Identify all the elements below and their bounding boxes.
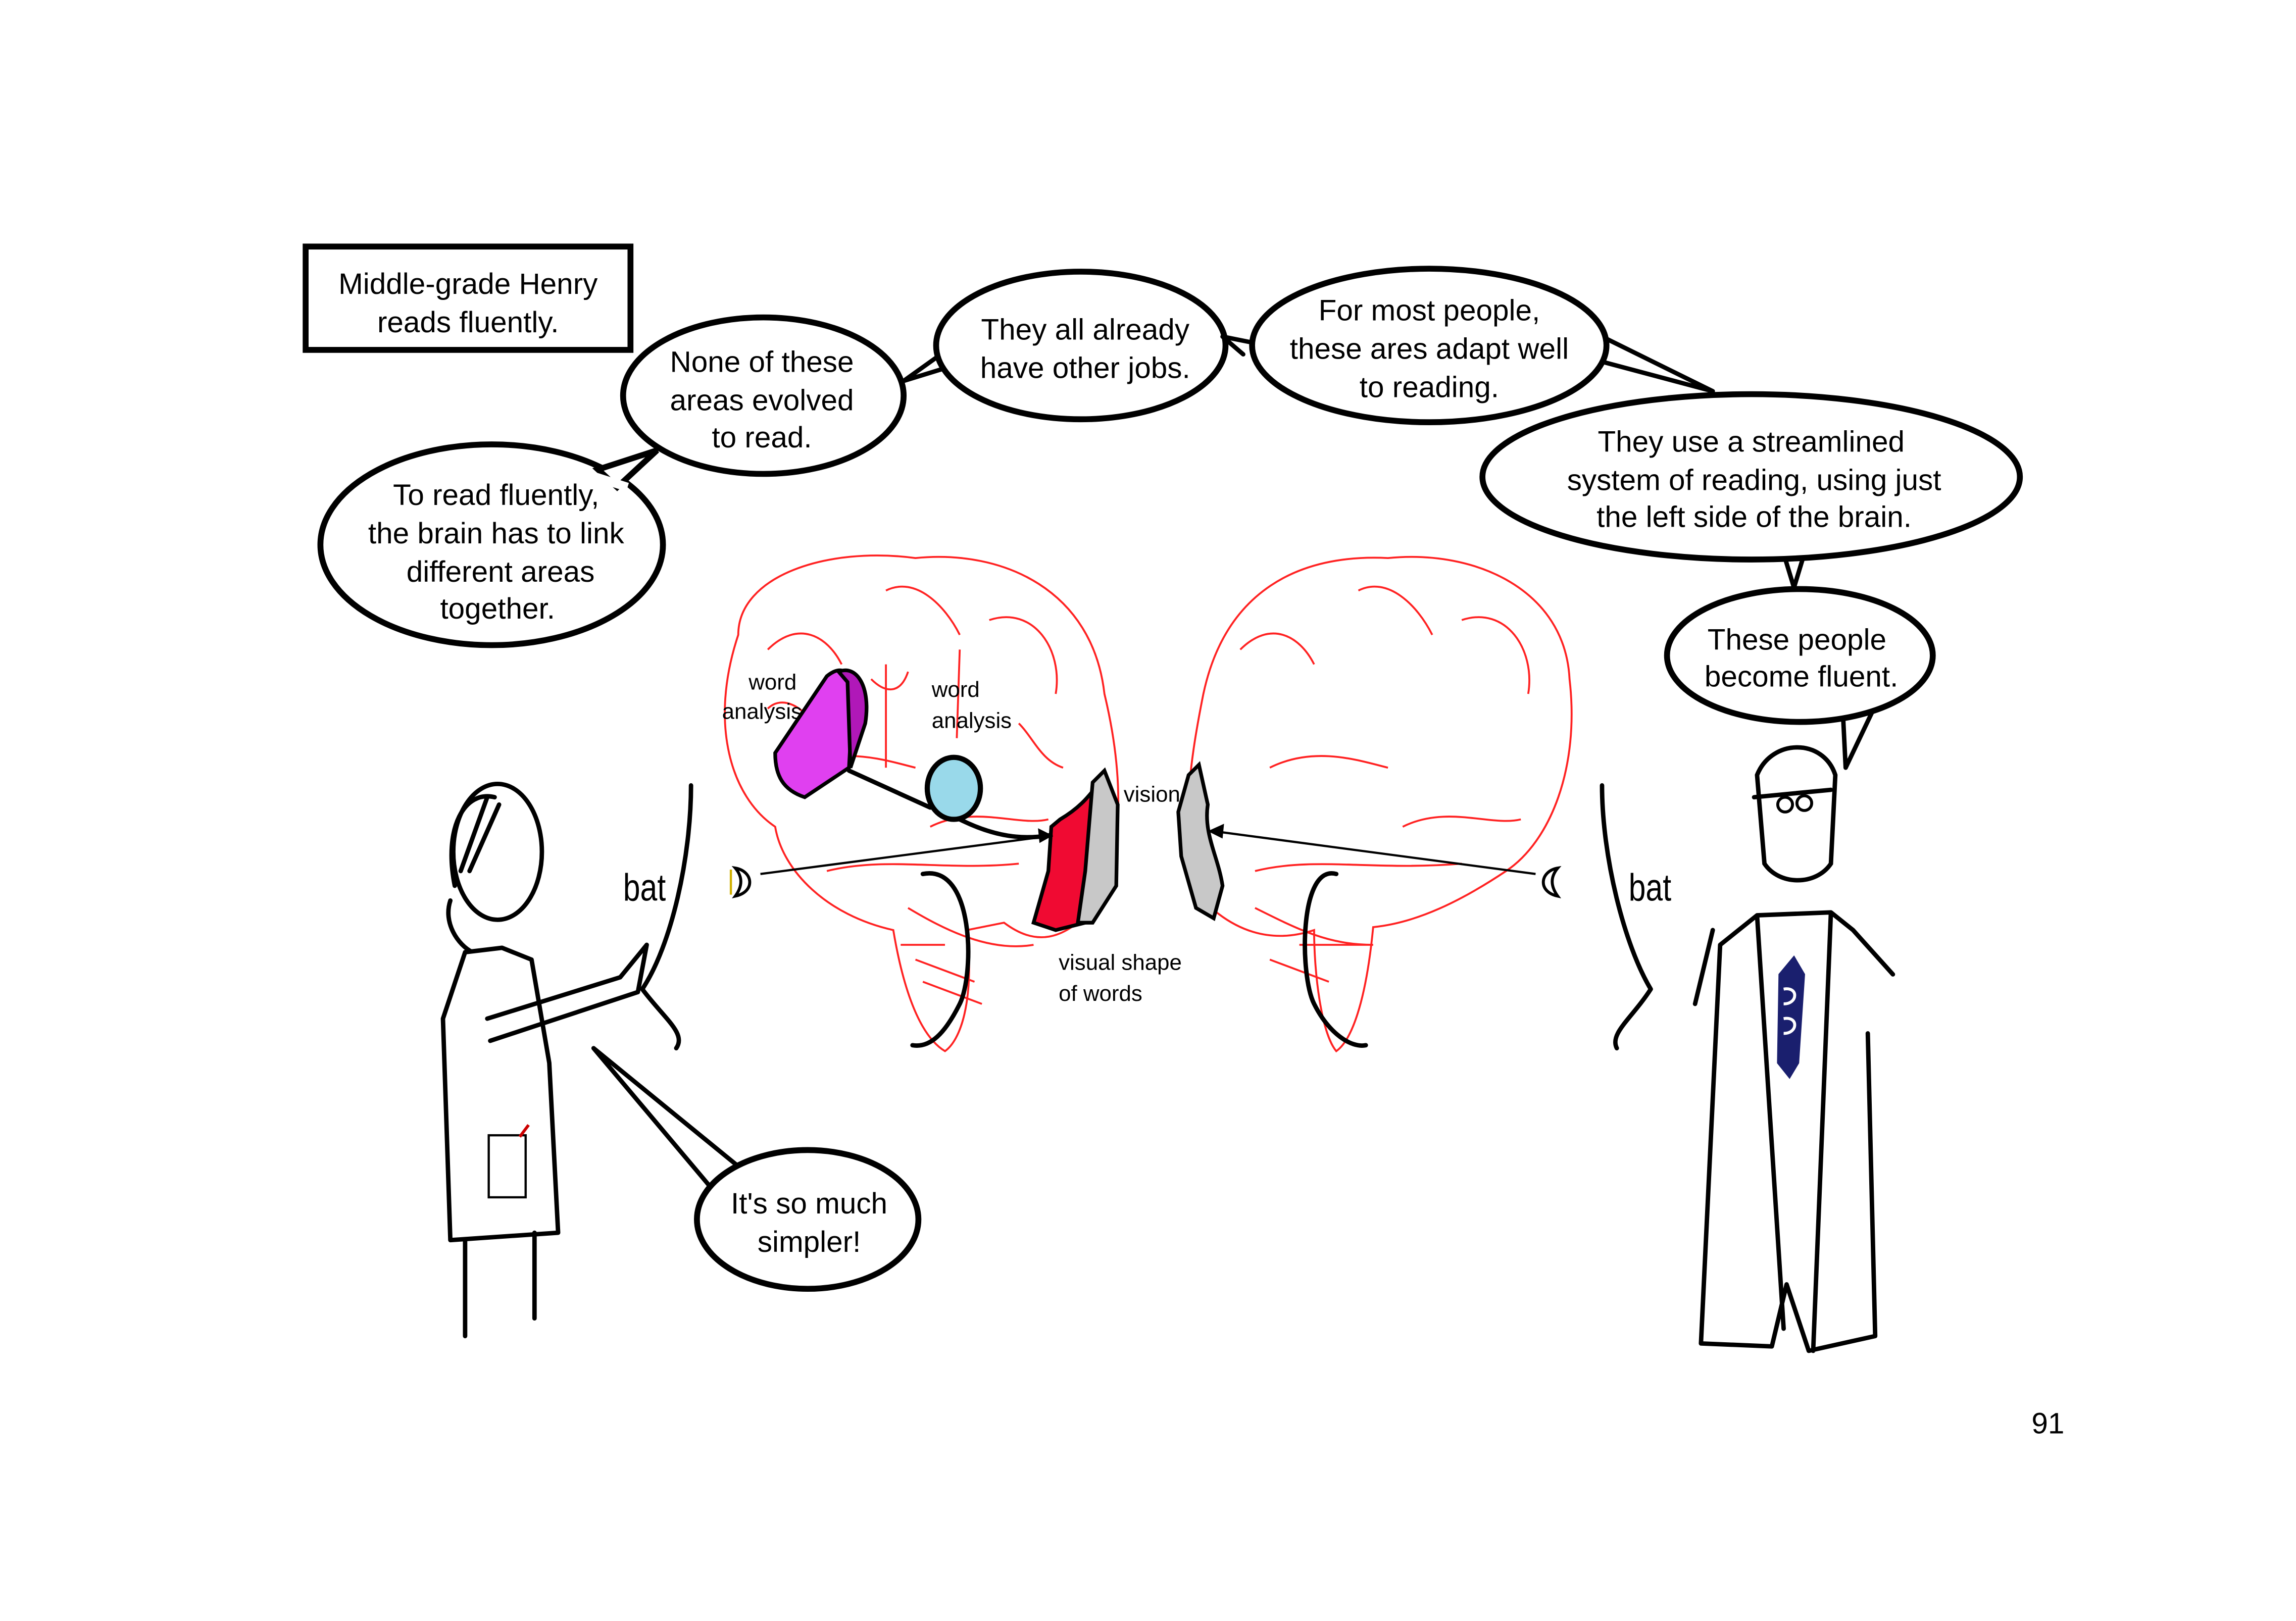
page-number: 91 <box>2031 1407 2064 1440</box>
svg-text:These people: These people <box>1708 623 1886 656</box>
brain-left: word analysis word analysis vision visua… <box>722 554 1182 1052</box>
svg-text:They use a streamlined: They use a streamlined <box>1598 426 1905 459</box>
svg-text:simpler!: simpler! <box>758 1226 861 1258</box>
svg-text:vision: vision <box>1124 782 1180 806</box>
svg-text:Middle-grade Henry: Middle-grade Henry <box>338 268 598 300</box>
svg-text:word: word <box>931 677 980 702</box>
svg-text:to read.: to read. <box>712 421 812 454</box>
svg-text:None of these: None of these <box>670 346 854 379</box>
svg-text:visual shape: visual shape <box>1059 950 1182 975</box>
svg-text:these ares adapt well: these ares adapt well <box>1290 332 1569 365</box>
figure-left-scientist <box>440 781 649 1339</box>
speech-bubble-simpler: It's so much simpler! <box>591 1046 922 1292</box>
svg-text:to reading.: to reading. <box>1360 371 1499 403</box>
speech-bubble-streamlined: They use a streamlined system of reading… <box>1479 391 2023 590</box>
svg-text:system of reading, using just: system of reading, using just <box>1567 464 1941 497</box>
eye-icon <box>731 866 752 899</box>
brain-right <box>1176 555 1573 1053</box>
svg-text:For most people,: For most people, <box>1319 294 1540 327</box>
svg-text:the left side of the brain.: the left side of the brain. <box>1596 501 1912 534</box>
svg-text:the brain has to link: the brain has to link <box>368 517 625 550</box>
svg-text:To read fluently,: To read fluently, <box>393 479 599 512</box>
speech-bubble-become-fluent: These people become fluent. <box>1664 586 1936 770</box>
svg-text:have other jobs.: have other jobs. <box>980 351 1190 384</box>
speech-bubble-other-jobs: They all already have other jobs. <box>901 269 1229 423</box>
svg-text:together.: together. <box>440 592 555 625</box>
bat-label-right: bat <box>1629 866 1672 909</box>
vision-area-right <box>1176 761 1225 921</box>
caption-box: Middle-grade Henry reads fluently. <box>303 243 634 353</box>
vision-area <box>1075 767 1120 925</box>
svg-text:word: word <box>748 670 796 694</box>
bat-label-left: bat <box>623 866 666 909</box>
svg-text:It's so much: It's so much <box>731 1187 887 1220</box>
speech-bubble-most-people: For most people, these ares adapt well t… <box>1220 266 1715 425</box>
speech-bubble-read-fluently: To read fluently, the brain has to link … <box>317 441 666 648</box>
svg-text:They all already: They all already <box>981 313 1189 346</box>
eye-icon-right <box>1541 866 1562 899</box>
speech-bubble-none-evolved: None of these areas evolved to read. <box>620 314 907 477</box>
svg-text:analysis: analysis <box>722 699 802 724</box>
figure-right-scientist <box>1692 745 1895 1353</box>
tie <box>1777 955 1805 1079</box>
svg-text:different areas: different areas <box>407 555 595 588</box>
svg-text:reads fluently.: reads fluently. <box>377 306 559 339</box>
word-analysis-area-temporal <box>924 754 983 822</box>
svg-text:become fluent.: become fluent. <box>1705 660 1898 693</box>
svg-text:areas evolved: areas evolved <box>670 384 854 417</box>
svg-text:of words: of words <box>1059 981 1142 1006</box>
svg-text:analysis: analysis <box>932 708 1012 733</box>
